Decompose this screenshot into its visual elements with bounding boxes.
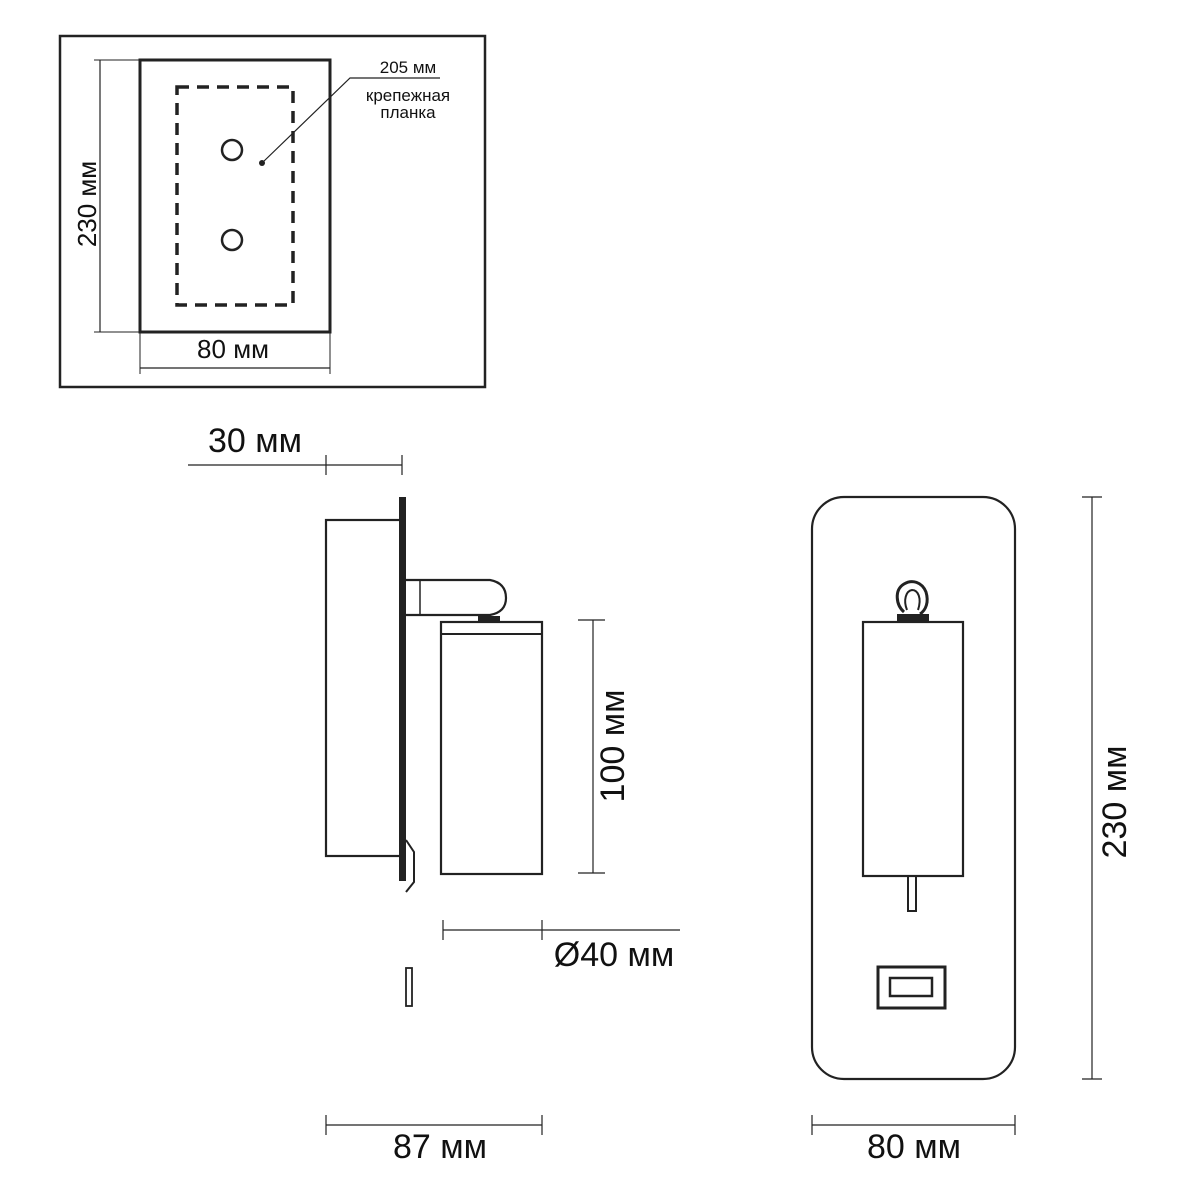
- side-usb-port: [405, 967, 413, 1007]
- total-depth-label: 87 мм: [393, 1128, 487, 1166]
- front-view: 230 мм 80 мм: [810, 495, 1134, 1166]
- front-width-label: 80 мм: [867, 1128, 961, 1166]
- mounting-view: 205 мм крепежная планка 230 мм 80 мм: [58, 34, 487, 389]
- leader-line: [261, 77, 440, 164]
- mounting-bracket-outline: [175, 85, 295, 307]
- side-shade: [439, 620, 544, 876]
- pivot-base: [897, 614, 929, 622]
- plate-caption-line1: крепежная: [366, 86, 450, 105]
- pivot-knob: [895, 580, 929, 616]
- screw-hole-bottom: [220, 228, 244, 252]
- plate-caption-line2: планка: [380, 103, 436, 122]
- front-usb-slot: [888, 976, 934, 998]
- screw-hole-top: [220, 138, 244, 162]
- plate-size-label: 205 мм: [380, 58, 436, 77]
- mounting-height-label: 230 мм: [72, 161, 102, 247]
- front-height-label: 230 мм: [1096, 746, 1134, 859]
- side-shade-cap: [478, 616, 500, 623]
- side-view: 30 мм 100 мм Ø40 мм 87 мм: [188, 422, 680, 1166]
- front-switch-lever: [907, 875, 917, 912]
- side-front-plate: [399, 497, 406, 881]
- mounting-width-label: 80 мм: [197, 334, 269, 364]
- back-plate-outline: [138, 58, 332, 334]
- side-switch: [405, 839, 415, 893]
- depth-offset-label: 30 мм: [208, 422, 302, 460]
- front-usb-port: [876, 965, 947, 1010]
- front-plate: [810, 495, 1017, 1081]
- side-body: [324, 518, 404, 858]
- mounting-view-frame: [58, 34, 487, 389]
- shade-height-label: 100 мм: [594, 690, 632, 803]
- side-arm: [406, 578, 508, 617]
- shade-diameter-label: Ø40 мм: [554, 936, 674, 974]
- pivot-knob-inner: [904, 588, 921, 611]
- front-shade: [861, 620, 965, 878]
